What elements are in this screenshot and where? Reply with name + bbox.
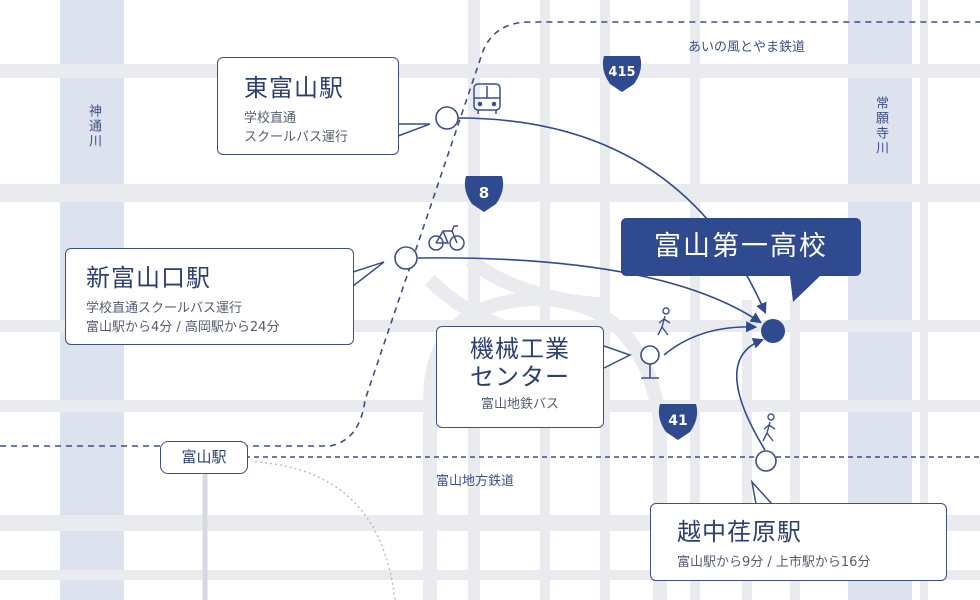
shin-toyamaguchi-callout[interactable]: 新富山口駅 学校直通スクールバス運行 富山駅から4分 / 高岡駅から24分	[65, 248, 354, 345]
walking-icon	[657, 307, 671, 336]
svg-text:41: 41	[668, 413, 687, 429]
route-41-badge: 41	[658, 404, 698, 440]
higashi-toyama-name: 東富山駅	[244, 74, 344, 102]
curved-rail	[254, 461, 396, 600]
higashi-toyama-line-2: スクールバス運行	[244, 130, 349, 145]
shin-toyamaguchi-name: 新富山口駅	[86, 264, 211, 292]
etchu-sangenbara-line-1: 富山駅から9分 / 上市駅から16分	[677, 555, 871, 570]
bicycle-icon	[428, 225, 465, 251]
svg-text:8: 8	[479, 184, 489, 202]
kikai-kogyo-line-1: 富山地鉄バス	[480, 397, 559, 412]
destination-callout-pointer	[790, 276, 820, 302]
route-kikai-kogyo	[663, 321, 758, 356]
route-8-badge: 8	[464, 176, 504, 212]
higashi-toyama-marker[interactable]	[435, 106, 459, 130]
shin-toyamaguchi-line-2: 富山駅から4分 / 高岡駅から24分	[86, 320, 280, 335]
joganji-river	[848, 0, 912, 600]
shin-toyamaguchi-marker[interactable]	[394, 246, 418, 270]
kikai-kogyo-name-2: センター	[470, 363, 570, 391]
etchu-sangenbara-marker[interactable]	[755, 450, 777, 472]
etchu-sangenbara-callout[interactable]: 越中荏原駅 富山駅から9分 / 上市駅から16分	[650, 503, 947, 581]
bus-icon	[473, 83, 501, 114]
kikai-kogyo-callout[interactable]: 機械工業 センター 富山地鉄バス	[436, 326, 604, 428]
higashi-toyama-callout[interactable]: 東富山駅 学校直通 スクールバス運行	[217, 57, 399, 155]
destination-marker[interactable]	[761, 319, 785, 343]
walking-icon	[762, 413, 776, 442]
route-415-badge: 415	[602, 56, 642, 92]
callout-pointers	[352, 123, 773, 505]
route-etchu-sangenbara	[735, 337, 766, 451]
higashi-toyama-line-1: 学校直通	[244, 111, 297, 126]
ainokaze-railway-line	[0, 21, 980, 447]
etchu-sangenbara-name: 越中荏原駅	[677, 518, 802, 546]
joganji-river-label: 常願寺川	[873, 96, 888, 156]
ainokaze-railway-label: あいの風とやま鉄道	[688, 40, 806, 55]
jinzu-river-label: 神通川	[86, 104, 101, 149]
bus-stop-marker[interactable]	[640, 345, 660, 379]
toyama-station-label[interactable]: 富山駅	[160, 441, 248, 474]
svg-text:415: 415	[608, 65, 635, 80]
destination-label[interactable]: 富山第一高校	[621, 218, 861, 276]
shin-toyamaguchi-line-1: 学校直通スクールバス運行	[86, 301, 243, 316]
chitetsu-railway-label: 富山地方鉄道	[436, 474, 515, 489]
kikai-kogyo-name-1: 機械工業	[470, 335, 570, 363]
